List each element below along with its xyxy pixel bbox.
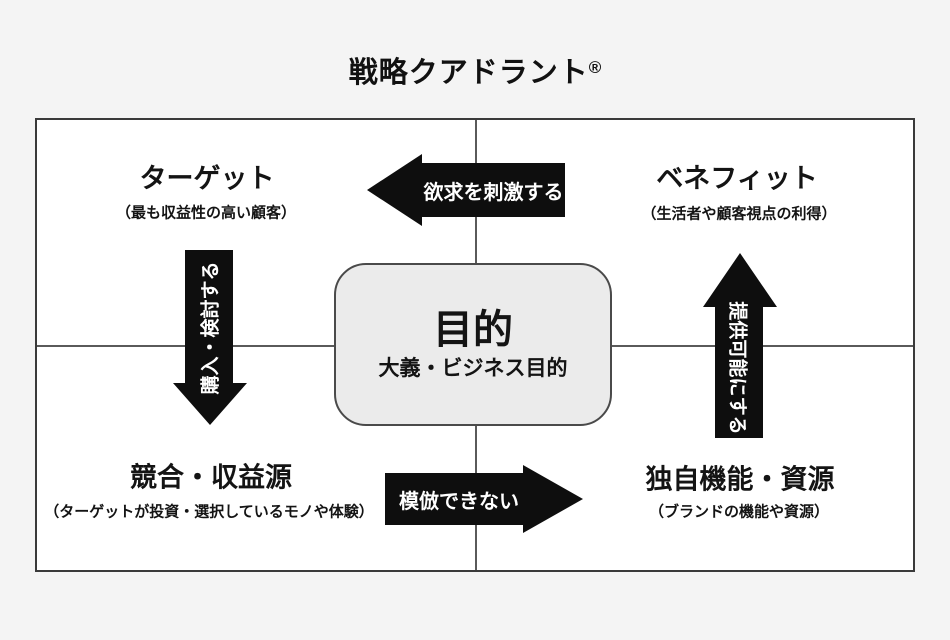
arrow-bottom-label: 模倣できない: [399, 490, 519, 513]
down-arrow-icon: [173, 250, 247, 425]
quadrant-top-right-title: ベネフィット: [656, 163, 818, 194]
quadrant-top-left-subtitle: （最も収益性の高い顧客）: [115, 204, 297, 222]
quadrant-bottom-right-title: 独自機能・資源: [645, 464, 835, 495]
arrow-left-label: 購入・検討する: [200, 261, 222, 395]
arrow-purchase-consider: 購入・検討する: [173, 250, 247, 425]
page-title-text: 戦略クアドラント: [348, 57, 589, 89]
quadrant-bottom-right-subtitle: （ブランドの機能や資源）: [648, 503, 830, 521]
up-arrow-icon: [703, 253, 777, 438]
arrow-enable-provide: 提供可能にする: [703, 253, 777, 438]
arrow-cannot-imitate: 模倣できない: [385, 465, 583, 533]
arrow-stimulate-desire: 欲求を刺激する: [367, 154, 565, 226]
left-arrow-icon: [367, 154, 565, 226]
page-title: 戦略クアドラント®: [349, 49, 602, 91]
quadrant-top-left-title: ターゲット: [139, 163, 275, 194]
arrow-right-label: 提供可能にする: [726, 301, 748, 435]
quadrant-bottom-left-subtitle: （ターゲットが投資・選択しているモノや体験）: [44, 503, 374, 521]
right-arrow-icon: [385, 465, 583, 533]
quadrant-bottom-left-title: 競合・収益源: [130, 462, 292, 493]
center-title: 目的: [433, 308, 513, 352]
registered-trademark-symbol: ®: [588, 58, 602, 77]
center-subtitle: 大義・ビジネス目的: [378, 357, 568, 380]
center-purpose-box: 目的 大義・ビジネス目的: [334, 263, 612, 426]
arrow-top-label: 欲求を刺激する: [423, 181, 564, 204]
quadrant-top-right-subtitle: （生活者や顧客視点の利得）: [641, 205, 837, 223]
